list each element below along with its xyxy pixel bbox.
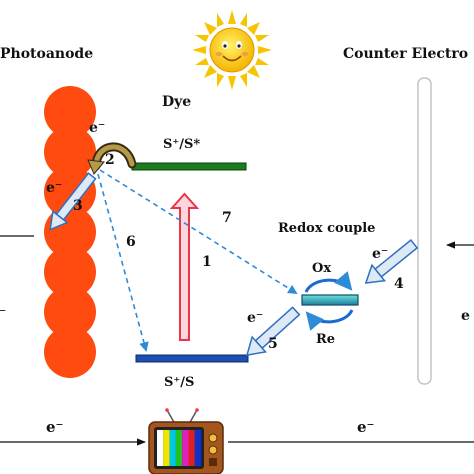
injection-arc [87,142,137,175]
recombination-path-7 [99,169,298,295]
step-5: 5 [268,336,278,352]
tv-icon [148,408,224,474]
transport-arrow [49,172,97,231]
regeneration-arrow-4 [364,239,419,284]
ox-label: Ox [312,261,331,276]
redox-couple-label: Redox couple [278,221,375,236]
electron-bottom-left-label: e⁻ [46,418,63,436]
dye-excited-level [131,162,247,171]
step-1: 1 [202,254,212,270]
step-7: 7 [222,210,232,226]
redox-cycle-top-arrow [304,271,353,293]
step-6: 6 [126,234,136,250]
electron-redox-label: e⁻ [372,246,388,262]
redox-level [301,294,359,306]
re-label: Re [316,332,335,347]
electron-bottom-right-label: e⁻ [357,418,374,436]
excited-state-label: S⁺/S* [163,137,200,152]
electron-lower-label: e⁻ [247,310,263,326]
ground-state-label: S⁺/S [164,375,194,390]
electron-edge-right-label: e [461,308,470,324]
electron-edge-left-label: e⁻ [0,306,6,322]
sun-icon [192,10,272,90]
excitation-arrow [169,192,200,341]
step-2: 2 [105,152,115,168]
step-4: 4 [394,276,404,292]
recombination-path-6 [97,173,149,352]
regeneration-arrow-5 [245,306,301,357]
electron-top-label: e⁻ [89,120,105,136]
counter-electrode [417,77,432,385]
photoanode-label: Photoanode [0,46,93,62]
counter-electrode-label: Counter Electro [343,46,468,62]
dye-label: Dye [162,94,191,110]
electron-left-middle-label: e⁻ [46,180,62,196]
ground-state-level [135,354,249,363]
redox-cycle-bottom-arrow [305,309,354,331]
photoanode-particles [44,86,96,378]
step-3: 3 [73,198,83,214]
